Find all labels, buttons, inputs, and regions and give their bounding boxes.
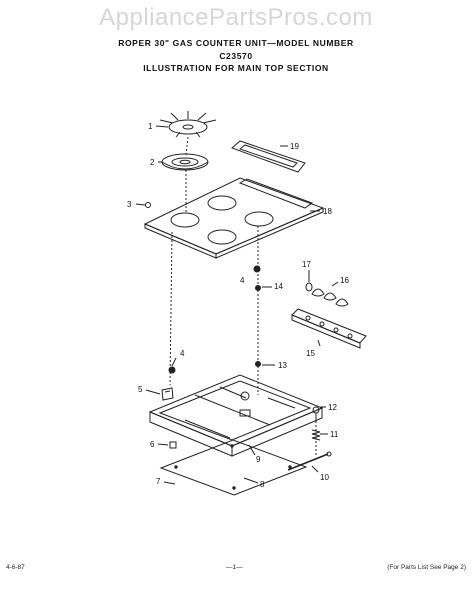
burner-bowl[interactable] xyxy=(161,153,209,171)
diagram-title: ROPER 30" GAS COUNTER UNIT—MODEL NUMBER xyxy=(118,38,354,48)
control-panel[interactable] xyxy=(291,308,367,349)
leader-1 xyxy=(155,125,169,128)
callout-2: 2 xyxy=(150,158,155,167)
callout-19: 19 xyxy=(290,142,299,151)
knob-17[interactable] xyxy=(305,282,313,292)
leader-5 xyxy=(145,389,161,395)
main-cooktop[interactable] xyxy=(143,177,325,259)
footer-date: 4-6-87 xyxy=(6,564,25,571)
spacer-lower[interactable] xyxy=(168,366,176,374)
bottom-plate[interactable] xyxy=(159,439,308,496)
callout-13: 13 xyxy=(278,361,287,370)
callout-6: 6 xyxy=(150,440,155,449)
diagram-subtitle: ILLUSTRATION FOR MAIN TOP SECTION xyxy=(143,63,329,73)
leader-6 xyxy=(157,443,169,446)
spring-11[interactable] xyxy=(311,429,321,441)
callout-11: 11 xyxy=(330,430,339,439)
leader-16 xyxy=(331,281,339,287)
spacer-upper[interactable] xyxy=(253,265,261,273)
leader-10 xyxy=(311,465,319,473)
rod-10[interactable] xyxy=(287,451,332,471)
callout-1: 1 xyxy=(148,122,153,131)
support-bracket[interactable] xyxy=(161,387,174,401)
callout-4a: 4 xyxy=(240,276,245,285)
callout-3: 3 xyxy=(127,200,132,209)
callout-4b: 4 xyxy=(180,349,185,358)
control-knobs[interactable] xyxy=(311,288,349,307)
watermark: AppliancePartsPros.com xyxy=(99,4,373,31)
mounting-clip[interactable] xyxy=(169,441,177,449)
callout-5: 5 xyxy=(138,385,143,394)
callout-16: 16 xyxy=(340,276,349,285)
callout-9: 9 xyxy=(256,455,261,464)
callout-7: 7 xyxy=(156,477,161,486)
callout-18: 18 xyxy=(323,207,332,216)
screw-12[interactable] xyxy=(312,406,320,422)
spacer-13[interactable] xyxy=(255,361,261,367)
spacer-14[interactable] xyxy=(255,285,261,291)
footer-page-number: —1— xyxy=(226,564,243,571)
callout-15: 15 xyxy=(306,349,315,358)
burner-cap[interactable] xyxy=(159,111,217,138)
screw[interactable] xyxy=(145,202,151,208)
callout-12: 12 xyxy=(328,403,337,412)
model-number: C23570 xyxy=(219,51,253,61)
leader-15 xyxy=(317,339,321,347)
leader-3 xyxy=(135,203,146,206)
callout-17: 17 xyxy=(302,260,311,269)
burner-box[interactable] xyxy=(148,374,324,457)
callout-8: 8 xyxy=(260,480,265,489)
leader-8 xyxy=(243,477,259,484)
leader-7 xyxy=(163,481,176,485)
leader-4b xyxy=(171,357,177,367)
footer-parts-list-note: (For Parts List See Page 2) xyxy=(387,564,466,571)
vent-strip[interactable] xyxy=(231,140,306,173)
callout-14: 14 xyxy=(274,282,283,291)
callout-10: 10 xyxy=(320,473,329,482)
